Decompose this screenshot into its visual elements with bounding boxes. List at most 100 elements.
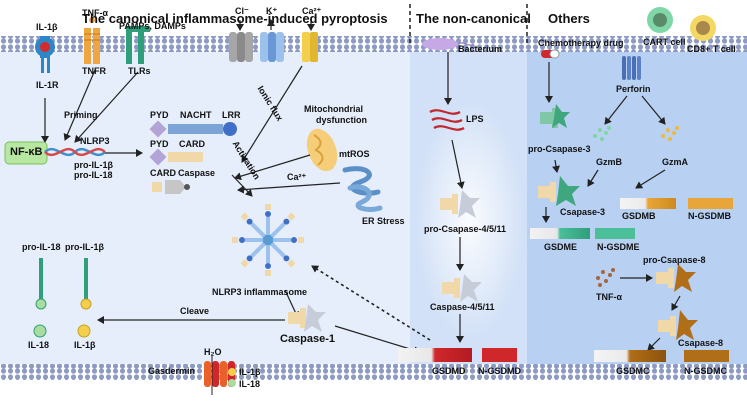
n-gsdmc-label: N-GSDMC (684, 366, 727, 376)
gsdmc-label: GSDMC (616, 366, 650, 376)
cd8-t-cell-label: CD8+ T cell (687, 44, 736, 54)
pyd-label-2: PYD (150, 139, 169, 149)
nacht-label: NACHT (180, 110, 212, 120)
gsdme-bar (530, 228, 590, 239)
cd8-t-cell-icon (690, 15, 716, 41)
n-gsdme-bar (595, 228, 635, 239)
k-channel-icon (260, 32, 284, 62)
il18-icon (33, 324, 47, 338)
pro-caspase4511-icon (440, 190, 480, 218)
pyd-label-1: PYD (150, 110, 169, 120)
il1b-icon (77, 324, 91, 338)
bacterium-icon (422, 38, 475, 50)
nlrp3-gene-label: NLRP3 (80, 136, 110, 146)
pro-il18-icon (35, 258, 47, 310)
cl-channel-icon (229, 32, 253, 62)
pamps-damps-label: PAMPs, DAMPs (119, 21, 186, 31)
noncanonical-title: The non-canonical (416, 11, 531, 26)
ca-mid-label: Ca²⁺ (287, 172, 307, 182)
caspase3-label: Csapase-3 (560, 207, 606, 217)
nfkb-label: NF-κB (10, 146, 43, 158)
n-gsdmc-bar (684, 350, 729, 362)
lps-icon (429, 109, 465, 131)
cell-membrane-top (0, 36, 747, 52)
gzmb-label: GzmB (596, 157, 623, 167)
gsdme-label: GSDME (544, 242, 578, 252)
pro-caspase8-icon (656, 264, 696, 292)
pro-caspase3-icon (540, 104, 570, 128)
gzmb-dots-icon (593, 126, 611, 141)
tnfa-label: TNF-α (596, 292, 623, 302)
pro-il1b-left-label: pro-IL-1β (65, 242, 104, 252)
cl-label: Cl⁻ (235, 6, 249, 16)
gsdmb-bar (620, 198, 676, 209)
caspase3-icon (538, 176, 580, 206)
er-stress-icon (342, 166, 383, 212)
nlrp3-inflammasome-icon (232, 204, 304, 276)
caspase1-icon (288, 304, 326, 332)
noncanonical-glow (415, 100, 525, 340)
nlrp3-domains-icon (149, 120, 237, 194)
tnfr-label: TNFR (82, 66, 106, 76)
pro-il18-left-label: pro-IL-18 (22, 242, 61, 252)
pro-caspase8-label: pro-Csapase-8 (643, 255, 706, 265)
gasdermin-pore-icon (204, 355, 236, 395)
pro-caspase3-label: pro-Csapase-3 (528, 144, 591, 154)
cell-membrane-bottom (0, 364, 747, 380)
others-title: Others (548, 11, 590, 26)
priming-label: Priming (64, 110, 98, 120)
pro-il1b-icon (80, 258, 92, 310)
cart-cell-icon (647, 7, 673, 33)
il1b-top-label: IL-1β (36, 22, 58, 32)
il18-out-label: IL-18 (28, 340, 50, 350)
cleave-label: Cleave (180, 306, 210, 316)
tnfa-dots-icon (596, 268, 615, 287)
lrr-label: LRR (222, 110, 241, 120)
il1r-receptor-icon (35, 36, 55, 73)
k-label: K⁺ (266, 6, 278, 16)
card-label-1: CARD (179, 139, 205, 149)
mito-dysfunction-label-1: Mitochondrial (304, 104, 363, 114)
il1b-out-label: IL-1β (74, 340, 96, 350)
caspase8-icon (658, 310, 698, 340)
n-gsdmd-label: N-GSDMD (478, 366, 521, 376)
gsdmd-label: GSDMD (432, 366, 466, 376)
card-label-2: CARD (150, 168, 176, 178)
tnfr-receptor-icon (84, 17, 100, 64)
caspase4511-icon (442, 274, 482, 302)
ca-channel-icon (302, 32, 318, 62)
h2o-label: H₂O (204, 347, 222, 357)
pro-il18-gene-label: pro-IL-18 (74, 170, 113, 180)
pore-il1b-label: IL-1β (239, 367, 261, 377)
caspase1-label: Caspase-1 (280, 333, 336, 345)
pro-il1b-gene-label: pro-IL-1β (74, 160, 113, 170)
perforin-label: Perforin (616, 84, 651, 94)
caspase8-label: Csapase-8 (678, 338, 724, 348)
canonical-region (0, 44, 410, 364)
gzma-label: GzmA (662, 157, 689, 167)
tlrs-label: TLRs (128, 66, 151, 76)
mito-dysfunction-label-2: dysfunction (316, 115, 367, 125)
caspase4511-label: Caspase-4/5/11 (430, 302, 495, 312)
canonical-title: The canonical inflammasome-induced pyrop… (82, 11, 388, 26)
chemotherapy-drug-label: Chemotherapy drug (538, 38, 624, 48)
bacterium-label: Bacterium (458, 44, 503, 54)
mtros-label: mtROS (339, 149, 370, 159)
ca-top-label: Ca²⁺ (302, 6, 322, 16)
gzma-dots-icon (661, 126, 679, 141)
il1r-label: IL-1R (36, 80, 59, 90)
n-gsdmb-bar (688, 198, 733, 209)
chemotherapy-drug-icon (541, 49, 560, 59)
nlrp3-inflammasome-label: NLRP3 inflammasome (212, 287, 308, 297)
perforin-icon (622, 56, 641, 80)
n-gsdmd-bar (482, 348, 517, 362)
caspase-domain-label: Caspase (178, 168, 216, 178)
gsdmb-label: GSDMB (622, 211, 656, 221)
tnfa-top-label: TNF-α (82, 8, 109, 18)
mitochondria-icon (306, 128, 338, 172)
pro-caspase4511-label: pro-Csapase-4/5/11 (424, 224, 507, 234)
n-gsdmb-label: N-GSDMB (688, 211, 731, 221)
lps-label: LPS (466, 114, 484, 124)
